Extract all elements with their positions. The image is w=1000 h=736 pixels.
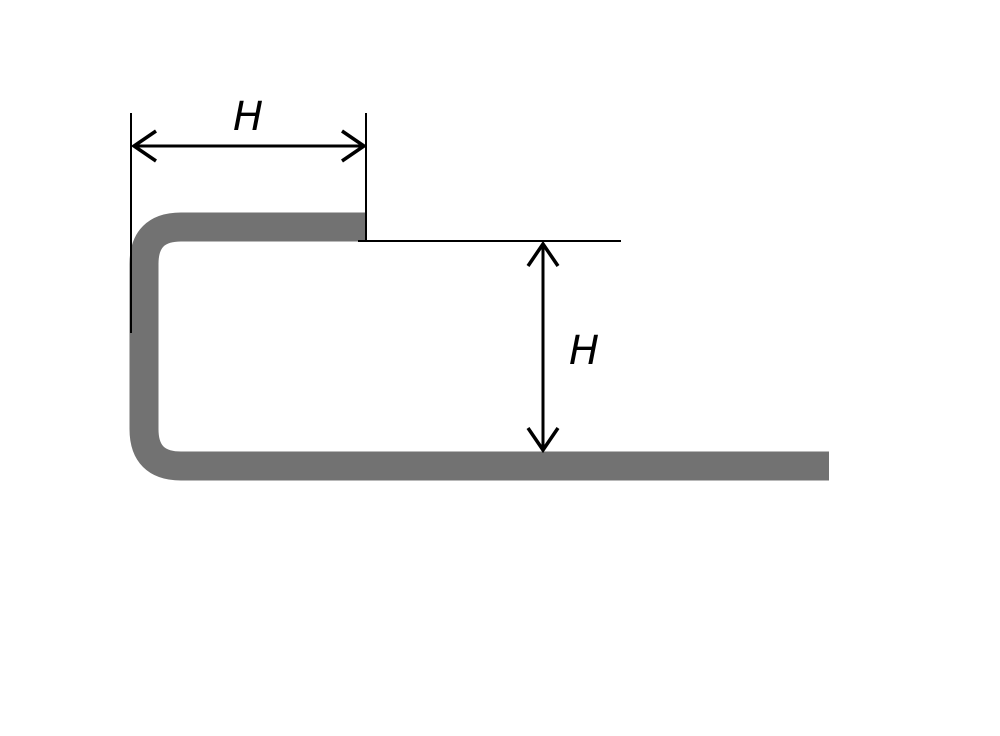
width-dimension: H xyxy=(130,94,368,333)
width-arrowhead-right xyxy=(341,129,368,163)
width-arrowhead-left xyxy=(130,129,157,163)
profile-shape xyxy=(129,212,829,481)
height-dimension: H xyxy=(358,240,621,454)
height-arrowhead-bottom xyxy=(526,427,560,454)
width-dimension-label: H xyxy=(233,94,263,140)
height-arrowhead-top xyxy=(526,240,560,267)
height-dimension-label: H xyxy=(569,328,599,374)
